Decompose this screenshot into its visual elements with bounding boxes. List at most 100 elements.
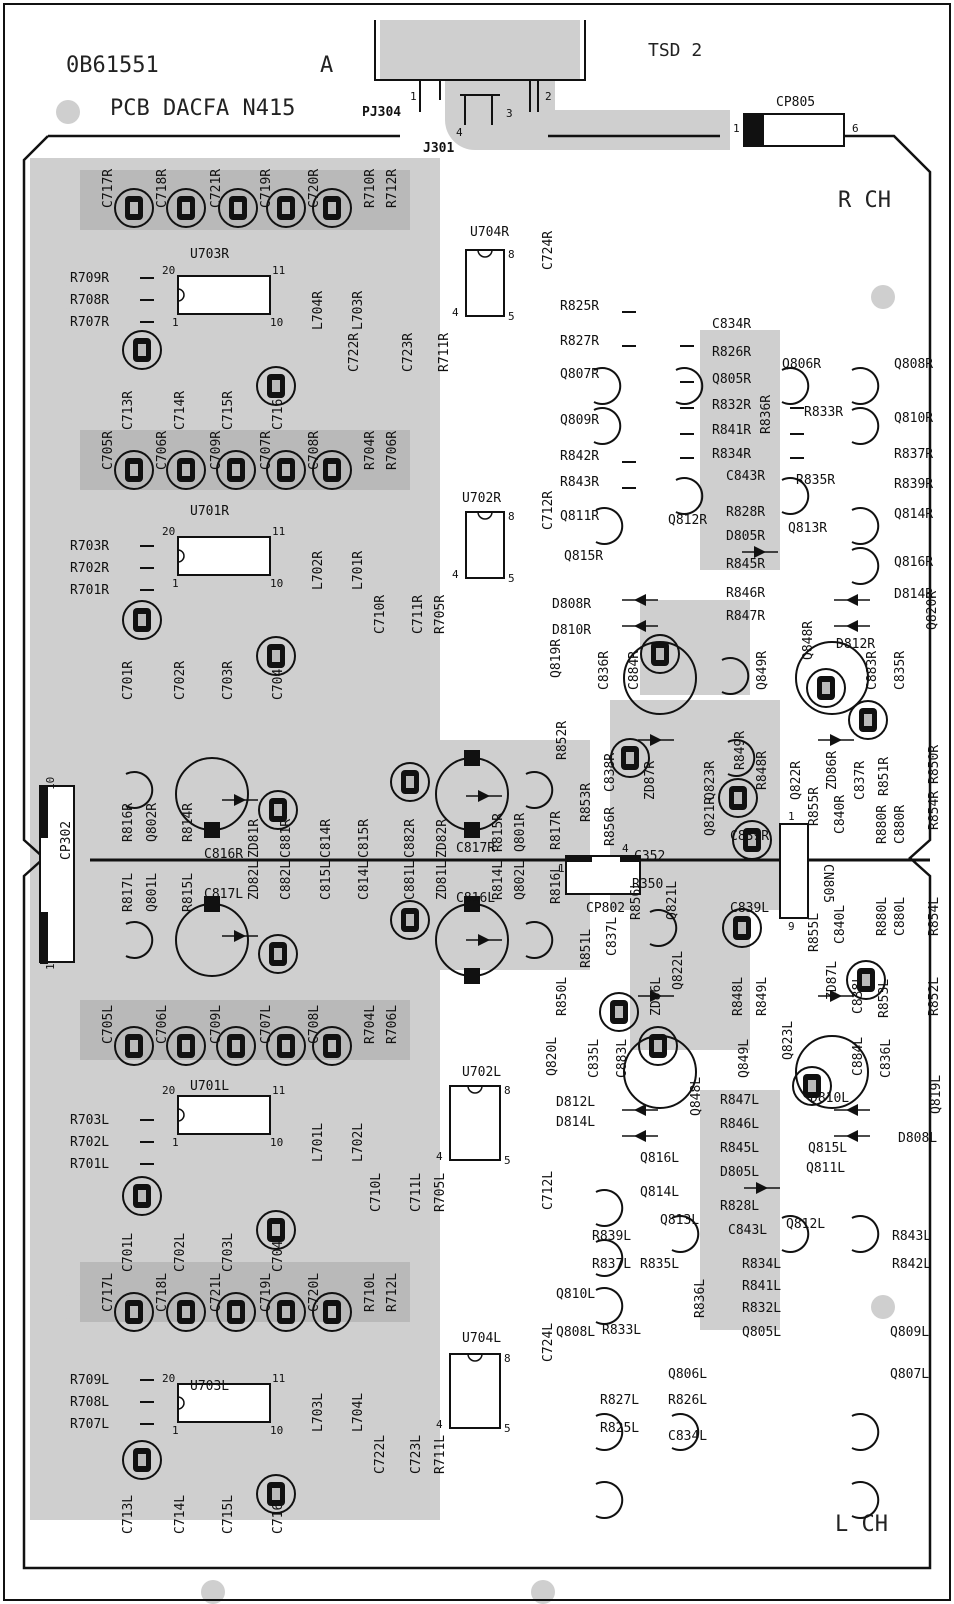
top-connector-label: TSD 2: [648, 40, 702, 61]
part-label: R847R: [726, 609, 765, 624]
part-label: C839R: [730, 829, 769, 844]
transistor-outline: [595, 1287, 624, 1325]
ic-label: U703L: [190, 1379, 229, 1394]
part-label: C721R: [209, 169, 224, 208]
transistor-outline: [593, 367, 622, 405]
part-label: R851L: [579, 929, 594, 968]
part-label: C715L: [221, 1495, 236, 1534]
part-label: R702R: [70, 561, 109, 576]
ic-body: [177, 1383, 271, 1423]
part-label: R848R: [755, 751, 770, 790]
part-label: R834R: [712, 447, 751, 462]
square-pad: [464, 968, 480, 984]
transistor-outline: [851, 407, 880, 445]
part-label: C880L: [893, 897, 908, 936]
part-label: R832R: [712, 398, 751, 413]
part-label: R826R: [712, 345, 751, 360]
part-label: R842L: [892, 1257, 931, 1272]
part-label: C714R: [173, 391, 188, 430]
part-label: Q811R: [560, 509, 599, 524]
part-label: R816L: [549, 865, 564, 904]
ic-label: U702L: [462, 1065, 501, 1080]
cp302-pin-1: 1: [44, 963, 57, 970]
power-device-outline: [623, 641, 697, 715]
part-label: R711R: [437, 333, 452, 372]
part-label: C701R: [121, 661, 136, 700]
transistor-outline: [851, 1413, 880, 1451]
cp302-pin-10: 10: [44, 777, 57, 790]
transistor-outline: [595, 1239, 624, 1277]
part-label: D805L: [720, 1165, 759, 1180]
part-label: R849L: [755, 977, 770, 1016]
transistor-outline: [851, 547, 880, 585]
ic-pin-number: 8: [504, 1352, 511, 1365]
part-label: C882R: [403, 819, 418, 858]
part-label: R851R: [877, 757, 892, 796]
part-label: ZD82R: [435, 819, 450, 858]
part-label: C352: [634, 849, 665, 864]
cp802-pin-1: 1: [558, 862, 565, 875]
part-label: R845R: [726, 557, 765, 572]
ic-body: [177, 275, 271, 315]
ic-pin-number: 1: [172, 1136, 179, 1149]
part-label: R855R: [807, 787, 822, 826]
part-label: C716L: [271, 1495, 286, 1534]
square-pad: [464, 750, 480, 766]
jack-pj304: [374, 20, 586, 125]
revision-letter: A: [320, 53, 333, 78]
ic-pin-number: 11: [272, 1372, 285, 1385]
ic-pin-number: 10: [270, 1136, 283, 1149]
part-label: C702L: [173, 1233, 188, 1272]
cn805-label: CN805: [820, 864, 835, 903]
transistor-outline: [595, 1481, 624, 1519]
part-label: Q813L: [660, 1213, 699, 1228]
part-label: D805R: [726, 529, 765, 544]
part-label: Q816L: [640, 1151, 679, 1166]
ic-body: [177, 536, 271, 576]
part-label: R825R: [560, 299, 599, 314]
ic-pin-number: 8: [508, 248, 515, 261]
part-label: C837R: [853, 761, 868, 800]
part-label: R833R: [804, 405, 843, 420]
part-label: R845L: [720, 1141, 759, 1156]
part-label: C709L: [209, 1005, 224, 1044]
part-label: ZD81R: [247, 819, 262, 858]
part-label: D812L: [556, 1095, 595, 1110]
connector-cp805: [743, 113, 845, 147]
part-label: Q807L: [890, 1367, 929, 1382]
part-label: R849R: [733, 731, 748, 770]
part-label: C883R: [865, 651, 880, 690]
ic-notch: [467, 1085, 483, 1094]
part-label: Q805R: [712, 372, 751, 387]
transistor-outline: [649, 909, 678, 947]
ic-notch: [177, 549, 185, 563]
part-label: R709R: [70, 271, 109, 286]
part-label: R853R: [579, 783, 594, 822]
part-label: C710R: [373, 595, 388, 634]
part-label: C706L: [155, 1005, 170, 1044]
part-label: L704L: [351, 1393, 366, 1432]
ic-pin-number: 5: [508, 310, 515, 323]
part-label: Q808L: [556, 1325, 595, 1340]
pj-pin-2: 2: [545, 90, 552, 103]
electrolytic-capacitor: [806, 668, 846, 708]
part-label: R705R: [433, 595, 448, 634]
ic-label: U704L: [462, 1331, 501, 1346]
part-label: R827R: [560, 334, 599, 349]
part-label: R828R: [726, 505, 765, 520]
transistor-outline: [851, 1215, 880, 1253]
part-label: C835L: [587, 1039, 602, 1078]
part-label: C815R: [357, 819, 372, 858]
part-label: C704L: [271, 1233, 286, 1272]
part-label: C716R: [271, 391, 286, 430]
part-label: Q812R: [668, 513, 707, 528]
part-label: C715R: [221, 391, 236, 430]
part-label: R846L: [720, 1117, 759, 1132]
part-label: R708R: [70, 293, 109, 308]
connector-cp802: [565, 855, 641, 895]
part-label: Q849L: [737, 1039, 752, 1078]
part-label: R704L: [363, 1005, 378, 1044]
transistor-outline: [781, 367, 810, 405]
